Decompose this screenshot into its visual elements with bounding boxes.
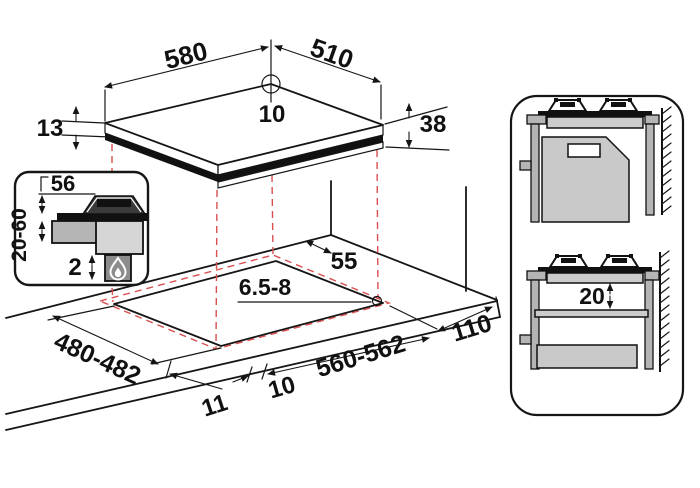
section-drawer-under-hob: 20 — [519, 250, 670, 372]
flame-icon — [109, 256, 127, 281]
hob-top-view — [104, 39, 384, 189]
dim-510-label: 510 — [307, 32, 358, 75]
dim-10-label: 10 — [265, 371, 298, 404]
burner-detail-inset: 56 20-60 2 — [8, 170, 150, 287]
dim-55-label: 55 — [331, 248, 358, 275]
projection-lines — [97, 144, 392, 350]
dim-11-label: 11 — [198, 389, 230, 423]
dim-580-label: 580 — [161, 35, 210, 75]
hob-dimensions: 580 510 10 13 38 — [37, 32, 450, 151]
dim-13-label: 13 — [37, 115, 64, 142]
oven-display — [567, 143, 601, 158]
dim-110-label: 110 — [448, 309, 495, 348]
inset-56-label: 56 — [51, 171, 75, 196]
screw-hole-marker — [371, 295, 383, 307]
section-oven-under-hob — [519, 97, 672, 223]
worktop-cutout-view — [5, 180, 501, 431]
inset-2060-label: 20-60 — [8, 208, 31, 262]
oven-body — [541, 136, 630, 223]
dim-20-label: 20 — [579, 283, 605, 309]
hob-footprint-outline — [97, 254, 392, 350]
dim-hole-label: 10 — [259, 101, 286, 128]
drawer — [536, 344, 638, 369]
cutout-opening — [113, 260, 384, 347]
side-section-panel: 20 — [509, 94, 685, 417]
dim-38-label: 38 — [420, 111, 447, 138]
inset-2-label: 2 — [68, 254, 81, 281]
dim-hole-diameter-label: 6.5-8 — [239, 274, 292, 300]
dim-560-label: 560-562 — [313, 330, 409, 384]
shelf — [534, 309, 649, 318]
